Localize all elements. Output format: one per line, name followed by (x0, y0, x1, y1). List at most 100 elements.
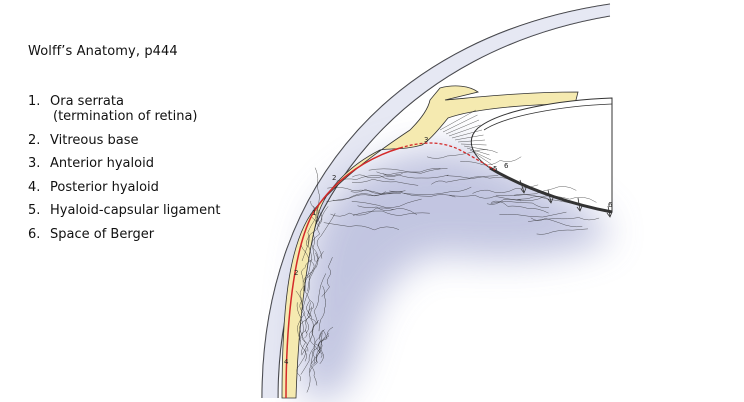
legend-number: 1. (28, 94, 41, 109)
vitreous-fiber (352, 210, 430, 216)
vitreous-fiber (301, 259, 313, 292)
zonule-fiber (448, 124, 481, 137)
vitreous-fiber (357, 205, 418, 215)
vitreous-fiber (295, 290, 310, 334)
callout-labels: 1 2 3 2 4 5 6 6 (284, 136, 613, 366)
zonule-fiber (454, 134, 484, 141)
vitreous-fiber (304, 235, 312, 291)
vitreous-fiber (299, 306, 312, 355)
vitreous-fiber (310, 326, 334, 365)
callout-5: 5 (493, 165, 497, 173)
vitreous-fiber (318, 330, 328, 365)
vitreous-fiber (446, 175, 515, 182)
legend-item: 3. Anterior hyaloid (28, 156, 220, 171)
legend-item: 2. Vitreous base (28, 133, 220, 148)
vitreous-fiber (310, 200, 320, 227)
legend-label: Anterior hyaloid (50, 156, 154, 171)
legend-number: 5. (28, 203, 41, 218)
callout-2-lower: 2 (294, 269, 298, 277)
legend-item: 5. Hyaloid-capsular ligament (28, 203, 220, 218)
zonule-fiber (463, 145, 489, 151)
vitreous-fiber (306, 300, 317, 325)
callout-2: 2 (332, 174, 336, 182)
vitreous-fiber (448, 194, 522, 202)
vitreous-fiber (404, 186, 472, 195)
legend-number: 4. (28, 179, 41, 195)
vitreous-fiber (296, 302, 307, 362)
zonule-fiber (442, 114, 478, 133)
vitreous-fiber (296, 349, 307, 382)
callout-6: 6 (504, 162, 509, 170)
vitreous-fiber (490, 201, 549, 208)
legend-item: 6. Space of Berger (28, 227, 220, 242)
legend-number: 2. (28, 132, 41, 148)
callout-6-right: 6 (608, 201, 613, 209)
legend-label: Ora serrata (50, 94, 124, 109)
vitreous-fiber (514, 186, 577, 196)
vitreous-fiber (352, 173, 403, 179)
zonule-fiber (460, 143, 487, 146)
vitreous-fiber (301, 330, 309, 352)
vitreous-fiber (318, 285, 326, 332)
vitreous-fiber (303, 271, 315, 310)
vitreous-fiber (426, 149, 498, 159)
vitreous-fiber (300, 242, 315, 279)
berger-arrows (519, 179, 613, 218)
callout-3: 3 (424, 136, 428, 144)
legend-sublabel: (termination of retina) (53, 109, 198, 124)
vitreous-fiber (310, 346, 318, 386)
vitreous-fiber (332, 193, 401, 201)
vitreous-fiber (460, 156, 522, 166)
legend-number: 6. (28, 226, 41, 242)
vitreous-fiber (368, 168, 448, 174)
legend-label: Space of Berger (50, 226, 155, 242)
vitreous-fiber (312, 205, 319, 262)
vitreous-fiber (536, 228, 588, 235)
vitreous-fiber (431, 175, 499, 185)
legend-label: Vitreous base (50, 132, 139, 148)
zonule-fiber (451, 129, 483, 139)
vitreous-fiber (307, 251, 324, 292)
vitreous-fiber (491, 200, 549, 214)
posterior-lens-boundary (489, 166, 613, 214)
vitreous-fiber (530, 217, 583, 228)
vitreous-fiber (313, 273, 327, 324)
legend-number: 3. (28, 156, 41, 171)
vitreous-fiber (323, 222, 400, 231)
vitreous-fiber (351, 198, 422, 208)
vitreous-fiber (306, 214, 321, 247)
vitreous-fiber (309, 329, 324, 373)
vitreous-fiber (351, 178, 419, 186)
zonule-fiber (466, 147, 490, 156)
zonule-fiber (472, 151, 493, 166)
vitreous-fiber (389, 190, 456, 198)
vitreous-fiber (326, 191, 386, 203)
legend-label: Posterior hyaloid (50, 179, 159, 195)
vitreous-fiber (336, 175, 395, 182)
zonule-fiber (439, 109, 477, 131)
zonule-fiber (445, 119, 480, 135)
zonule-fiber (457, 139, 486, 143)
vitreous-fiber (314, 329, 325, 358)
callout-1: 1 (312, 209, 316, 217)
vitreous-fiber (350, 189, 406, 195)
slide-title: Wolff’s Anatomy, p444 (28, 44, 178, 59)
vitreous-fiber (311, 206, 329, 262)
vitreous-fiber (528, 217, 600, 222)
vitreous-fiber (311, 333, 330, 364)
vitreous-fiber (301, 203, 320, 262)
legend-item: 4. Posterior hyaloid (28, 180, 220, 195)
callout-4: 4 (284, 358, 289, 366)
vitreous-fiber (495, 194, 575, 205)
vitreous-fiber (316, 213, 336, 259)
vitreous-shading (299, 148, 610, 398)
legend-label: Hyaloid-capsular ligament (50, 203, 221, 218)
legend-list: 1. Ora serrata (termination of retina) 2… (28, 94, 220, 250)
vitreous-fiber (330, 207, 394, 217)
vitreous-fiber (297, 285, 306, 342)
vitreous-fiber (304, 308, 312, 339)
vitreous-fiber (382, 173, 449, 179)
legend-item: 1. Ora serrata (termination of retina) (28, 94, 220, 124)
vitreous-fiber (321, 257, 333, 297)
